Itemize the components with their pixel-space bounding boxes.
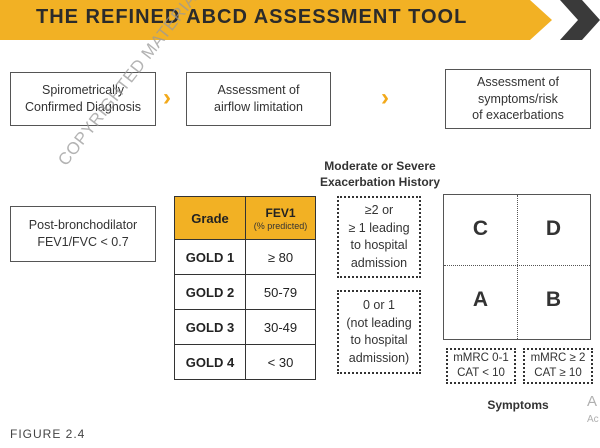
symptoms-label: Symptoms — [487, 398, 549, 412]
symptoms-high-box: mMRC ≥ 2 CAT ≥ 10 — [523, 348, 593, 384]
table-row: GOLD 4 < 30 — [174, 345, 316, 380]
spirometry-diagnosis-box: Spirometrically Confirmed Diagnosis — [10, 72, 156, 126]
header-fev-label: FEV1 — [265, 205, 296, 220]
grid-divider — [517, 195, 518, 339]
arrow-icon: › — [381, 84, 389, 111]
grid-divider — [444, 265, 590, 266]
abcd-grid: C D A B — [443, 194, 591, 340]
group-a: A — [472, 288, 489, 311]
grade-cell: GOLD 3 — [175, 310, 246, 344]
group-b: B — [545, 288, 562, 311]
table-row: GOLD 3 30-49 — [174, 310, 316, 345]
fev-cell: 50-79 — [263, 284, 298, 300]
figure-label: FIGURE 2.4 — [10, 427, 86, 441]
exacerbation-low-box: 0 or 1 (not leading to hospital admissio… — [337, 290, 421, 374]
arrow-icon: › — [163, 84, 171, 111]
airflow-assessment-box: Assessment of airflow limitation — [186, 72, 331, 126]
grade-cell: GOLD 1 — [175, 240, 246, 274]
fev-cell: < 30 — [267, 354, 294, 370]
exacerbation-heading: Moderate or Severe Exacerbation History — [319, 159, 441, 190]
title-banner — [0, 0, 552, 40]
fev-cell: ≥ 80 — [267, 249, 294, 265]
page-title: THE REFINED ABCD ASSESSMENT TOOL — [36, 6, 468, 28]
gold-grade-table: Grade FEV1 (% predicted) GOLD 1 ≥ 80 GOL… — [174, 196, 316, 380]
table-row: GOLD 1 ≥ 80 — [174, 240, 316, 275]
header-grade: Grade — [175, 197, 246, 239]
table-row: GOLD 2 50-79 — [174, 275, 316, 310]
group-d: D — [545, 217, 562, 240]
fev-cell: 30-49 — [263, 319, 298, 335]
header-fev: FEV1 (% predicted) — [246, 197, 315, 239]
grade-cell: GOLD 2 — [175, 275, 246, 309]
chevron-right-icon — [560, 0, 600, 40]
table-header-row: Grade FEV1 (% predicted) — [174, 196, 316, 240]
exacerbation-high-box: ≥2 or ≥ 1 leading to hospital admission — [337, 196, 421, 278]
ratio-line-2: FEV1/FVC < 0.7 — [37, 235, 129, 249]
group-c: C — [472, 217, 489, 240]
fev-ratio-box: Post-bronchodilator FEV1/FVC < 0.7 — [10, 206, 156, 262]
ratio-line-1: Post-bronchodilator — [28, 218, 138, 233]
edge-text-1: A — [587, 393, 598, 410]
symptoms-risk-box: Assessment of symptoms/risk of exacerbat… — [445, 69, 591, 129]
grade-cell: GOLD 4 — [175, 345, 246, 379]
symptoms-low-box: mMRC 0-1 CAT < 10 — [446, 348, 516, 384]
edge-text-2: Ac — [587, 414, 599, 425]
header-fev-sub: (% predicted) — [253, 220, 308, 231]
